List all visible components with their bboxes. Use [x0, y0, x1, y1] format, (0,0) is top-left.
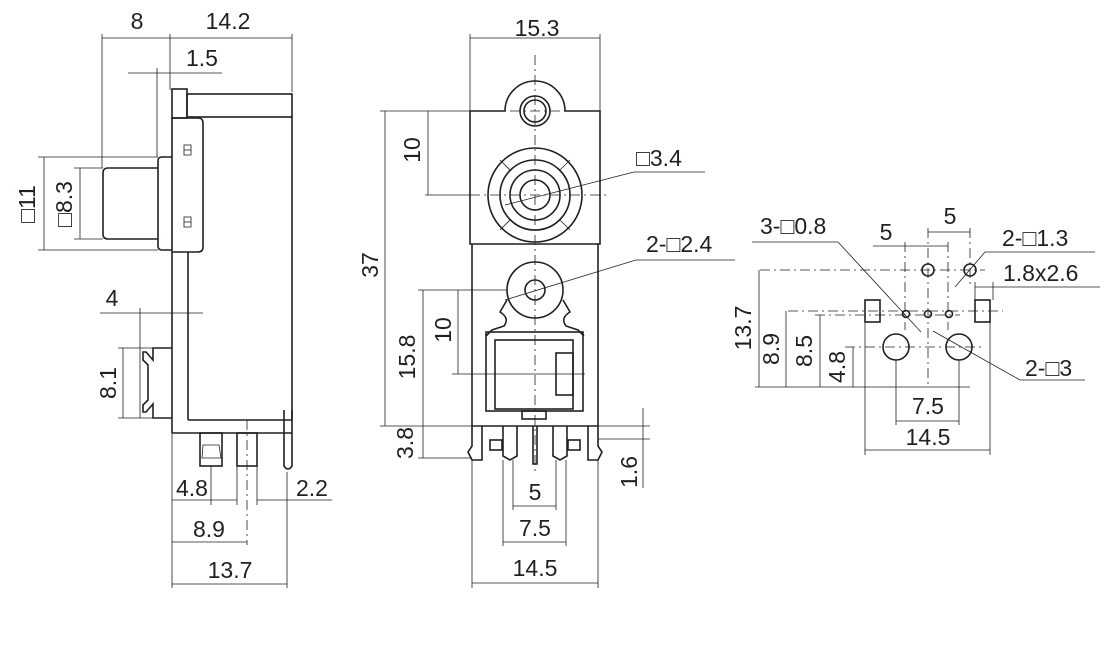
dim-label: 4.8	[176, 475, 208, 501]
dim-label: 1.8x2.6	[1003, 260, 1078, 286]
dim-label: 14.2	[206, 8, 251, 34]
dim-label: 1.5	[186, 45, 218, 71]
dim-label: □11	[14, 185, 40, 223]
dim-label: 2.2	[296, 475, 328, 501]
dim-label: 3.8	[392, 427, 418, 459]
dim-label: □8.3	[51, 181, 77, 227]
dim-label: 15.8	[394, 335, 420, 380]
dim-label: 10	[399, 137, 425, 163]
front-view-dimensions	[380, 34, 735, 588]
dim-label: 37	[357, 252, 383, 278]
dim-label: 10	[430, 317, 456, 343]
dim-label: 5	[880, 219, 893, 245]
dim-label: 2-□1.3	[1002, 225, 1068, 251]
front-view-outline	[467, 55, 610, 475]
dim-label: 14.5	[513, 555, 558, 581]
dim-label: 5	[944, 203, 957, 229]
pcb-layout: 3-□0.8 5 5 2-□1.3 1.8x2.6 2-□3 13.7 8.9 …	[730, 203, 1100, 455]
dim-label: 2-□2.4	[646, 231, 713, 257]
dim-label: 13.7	[730, 306, 756, 351]
pcb-layout-dimensions	[752, 231, 1100, 455]
dim-label: 5	[529, 479, 542, 505]
dim-label: 8.5	[791, 335, 817, 367]
dim-label: 8.9	[193, 516, 225, 542]
side-view: 8 14.2 1.5 □11 □8.3 4 8.1 4.8 2.2 8.9 13…	[14, 8, 332, 588]
dim-label: 8.9	[758, 333, 784, 365]
dim-label: 3-□0.8	[760, 213, 826, 239]
dim-label: □3.4	[636, 145, 682, 171]
dim-label: 7.5	[519, 515, 551, 541]
dim-label: 8.1	[95, 367, 121, 399]
pcb-layout-outline	[760, 228, 1003, 387]
dim-label: 13.7	[208, 557, 253, 583]
dim-label: 1.6	[616, 456, 642, 488]
dim-label: 4.8	[824, 351, 850, 383]
side-view-dimensions	[38, 34, 332, 588]
dim-label: 15.3	[515, 15, 560, 41]
front-view: 15.3 37 10 □3.4 2-□2.4 15.8 10 3.8 1.6 5…	[357, 15, 735, 588]
dim-label: 7.5	[912, 393, 944, 419]
dim-label: 2-□3	[1025, 355, 1072, 381]
dim-label: 8	[131, 8, 144, 34]
dim-label: 14.5	[906, 424, 951, 450]
dim-label: 4	[106, 285, 119, 311]
